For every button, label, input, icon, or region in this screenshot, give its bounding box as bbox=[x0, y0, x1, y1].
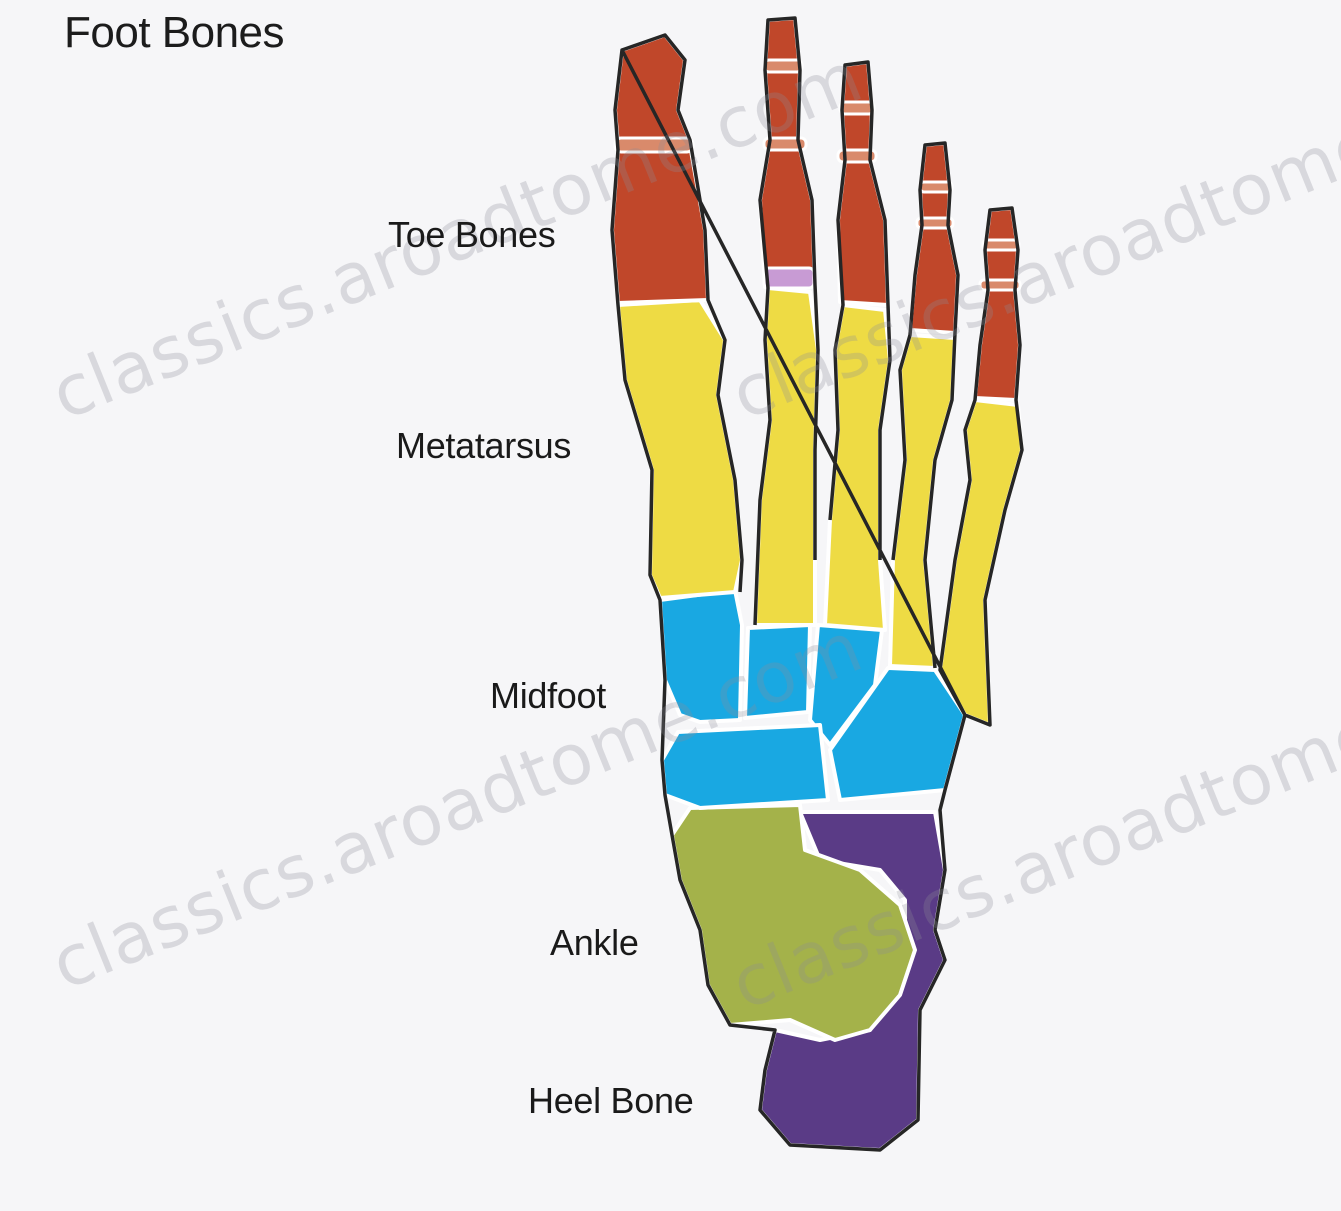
toe-bones-3 bbox=[838, 62, 888, 305]
midfoot-cuneiform-1 bbox=[660, 590, 742, 722]
toe-bones-5 bbox=[975, 208, 1020, 400]
label-toe-bones: Toe Bones bbox=[388, 214, 555, 256]
label-heel-bone: Heel Bone bbox=[528, 1080, 693, 1122]
label-ankle: Ankle bbox=[550, 922, 639, 964]
label-midfoot: Midfoot bbox=[490, 675, 606, 717]
metatarsal-5 bbox=[940, 400, 1022, 725]
midfoot-navicular bbox=[662, 725, 828, 808]
diagram-title: Foot Bones bbox=[64, 8, 284, 58]
label-metatarsus: Metatarsus bbox=[396, 425, 571, 467]
midfoot-cuneiform-2 bbox=[745, 625, 810, 718]
